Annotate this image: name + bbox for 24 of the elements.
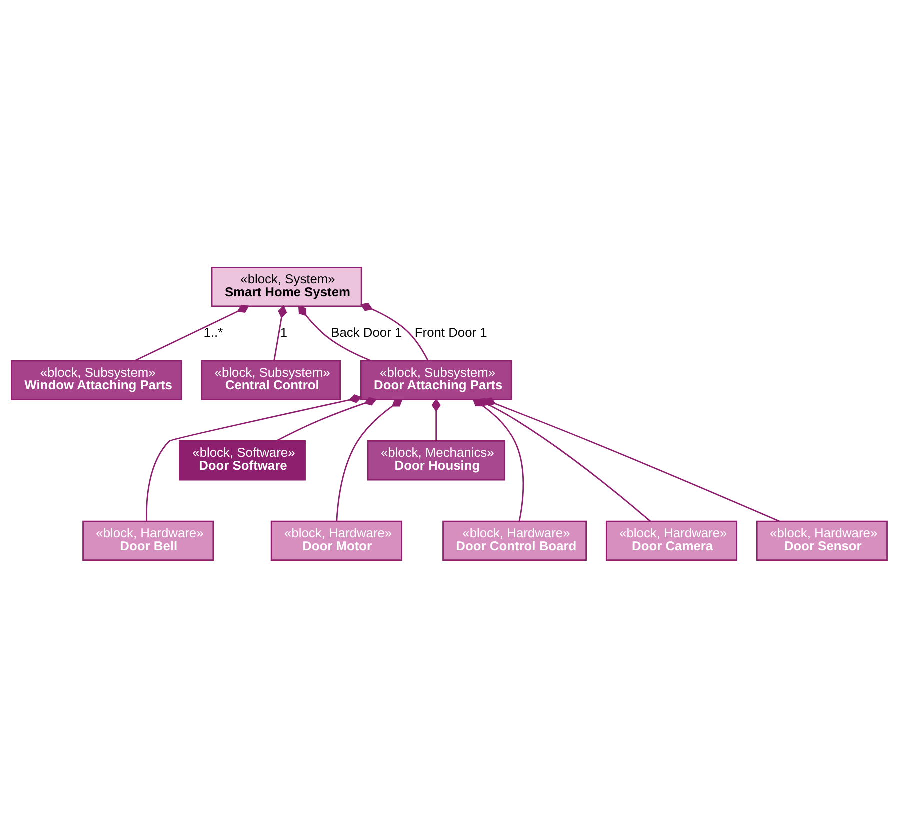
node-box: «block, System» Smart Home System [211, 266, 362, 307]
edge-label: 1 [280, 324, 288, 340]
edge-label: Front Door 1 [414, 324, 488, 340]
connector [298, 305, 372, 361]
node-box: «block, Hardware» Door Sensor [756, 520, 888, 560]
node-box: «block, Subsystem» Door Attaching Parts [360, 360, 512, 400]
edge-label: 1..* [204, 324, 224, 340]
connector [484, 397, 780, 522]
connector [274, 304, 288, 361]
edge-label: Back Door 1 [331, 324, 402, 340]
node-box: «block, Subsystem» Window Attaching Parts [11, 360, 182, 400]
node-box: «block, Hardware» Door Motor [270, 520, 402, 560]
connector [146, 394, 362, 521]
connector [336, 398, 403, 521]
node-box: «block, Hardware» Door Bell [82, 520, 214, 560]
node-box: «block, Mechanics» Door Housing [367, 440, 506, 480]
connector [360, 302, 429, 361]
node-box: «block, Hardware» Door Control Board [442, 520, 588, 560]
node-box: «block, Software» Door Software [179, 440, 306, 480]
node-box: «block, Hardware» Door Camera [606, 520, 738, 560]
node-box: «block, Subsystem» Central Control [201, 360, 342, 400]
connector [432, 398, 441, 440]
connector [134, 304, 250, 362]
connector [276, 396, 378, 442]
